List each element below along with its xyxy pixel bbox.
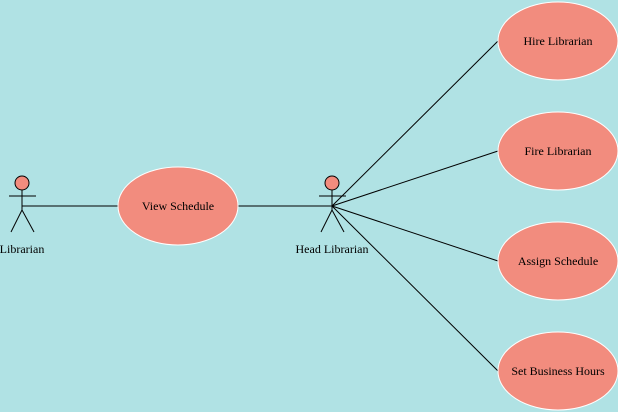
use-case-assign-schedule[interactable]: Assign Schedule (497, 221, 618, 301)
actor-librarian[interactable]: Librarian (0, 175, 44, 256)
association-head-librarian-assign-schedule (331, 205, 499, 262)
actor-label: Librarian (0, 242, 44, 256)
actor-head (324, 175, 340, 191)
use-case-ellipse (497, 111, 618, 191)
use-case-hire-librarian[interactable]: Hire Librarian (497, 1, 618, 81)
use-case-label: Assign Schedule (518, 254, 598, 268)
use-case-view-schedule[interactable]: View Schedule (117, 166, 239, 246)
actor-left-leg (320, 209, 333, 233)
actor-head-librarian[interactable]: Head Librarian (296, 175, 369, 256)
use-case-label: View Schedule (142, 199, 214, 213)
association-head-librarian-set-business-hours (331, 205, 499, 372)
use-case-ellipse (497, 331, 618, 411)
use-case-ellipse (497, 1, 618, 81)
associations (22, 40, 499, 372)
use-case-set-business-hours[interactable]: Set Business Hours (497, 331, 618, 411)
use-case-ellipse (497, 221, 618, 301)
use-case-label: Set Business Hours (511, 364, 605, 378)
use-case-label: Fire Librarian (525, 144, 592, 158)
association-head-librarian-hire-librarian (331, 40, 499, 207)
actor-head (14, 175, 30, 191)
use-case-ellipse (117, 166, 239, 246)
association-head-librarian-fire-librarian (331, 150, 499, 207)
use-case-label: Hire Librarian (524, 34, 593, 48)
actor-label: Head Librarian (296, 242, 369, 256)
actor-left-leg (10, 209, 23, 233)
use-case-fire-librarian[interactable]: Fire Librarian (497, 111, 618, 191)
actor-right-leg (331, 209, 345, 233)
actor-right-leg (21, 209, 35, 233)
